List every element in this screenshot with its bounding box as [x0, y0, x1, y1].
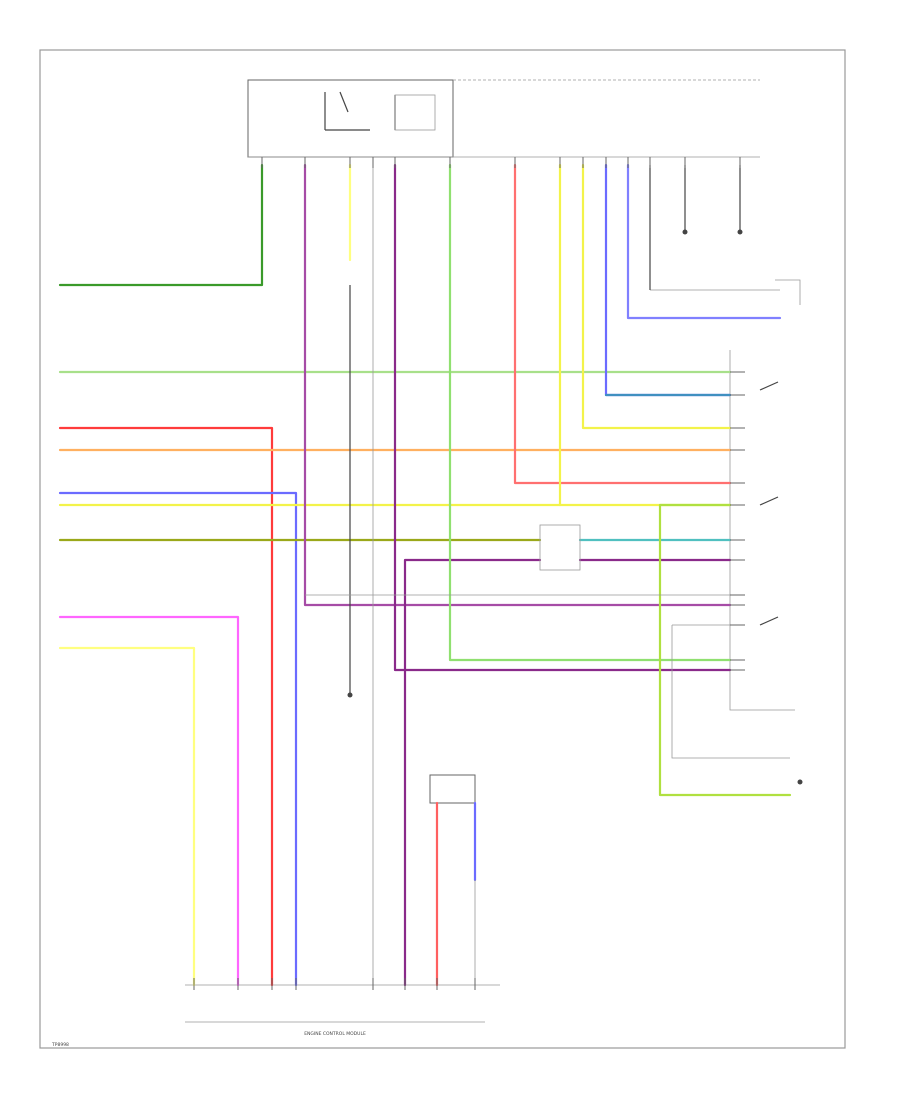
- wire-blue-right: [604, 163, 732, 397]
- wire-purple-a: [303, 163, 732, 607]
- ground-icon: [347, 229, 803, 785]
- relay-coil: [394, 94, 436, 131]
- right-module-outline: [729, 350, 795, 711]
- relay-box: [247, 79, 454, 158]
- wire-yellow-right-2: [581, 163, 732, 430]
- page-code: TP8998: [51, 1042, 69, 1048]
- splice-module: [539, 524, 581, 571]
- wire-red-right: [513, 163, 732, 485]
- connector-pins: [261, 157, 741, 168]
- wire-purple-c: [403, 558, 542, 987]
- wire-lime: [658, 503, 792, 797]
- wire-blue: [58, 491, 298, 987]
- wire-red: [58, 426, 274, 987]
- relay-switch-icon: [324, 91, 396, 131]
- wire-blue-right-2: [626, 163, 782, 320]
- wire-grey-lower: [671, 624, 790, 759]
- switch-icon: [759, 381, 779, 626]
- right-module-top: [775, 279, 801, 305]
- sensor-box: [429, 774, 476, 804]
- wire-purple-b: [393, 163, 732, 672]
- wire-pale-yellow: [58, 646, 196, 987]
- wire-light-green-vertical: [448, 163, 732, 662]
- wire-green: [58, 163, 264, 287]
- diagram-frame: [39, 49, 846, 1049]
- ecm-pins: [193, 978, 476, 990]
- right-connector-pins: [730, 371, 745, 671]
- ecm-footer-label: ENGINE CONTROL MODULE: [304, 1031, 366, 1037]
- wire-pink: [58, 615, 240, 987]
